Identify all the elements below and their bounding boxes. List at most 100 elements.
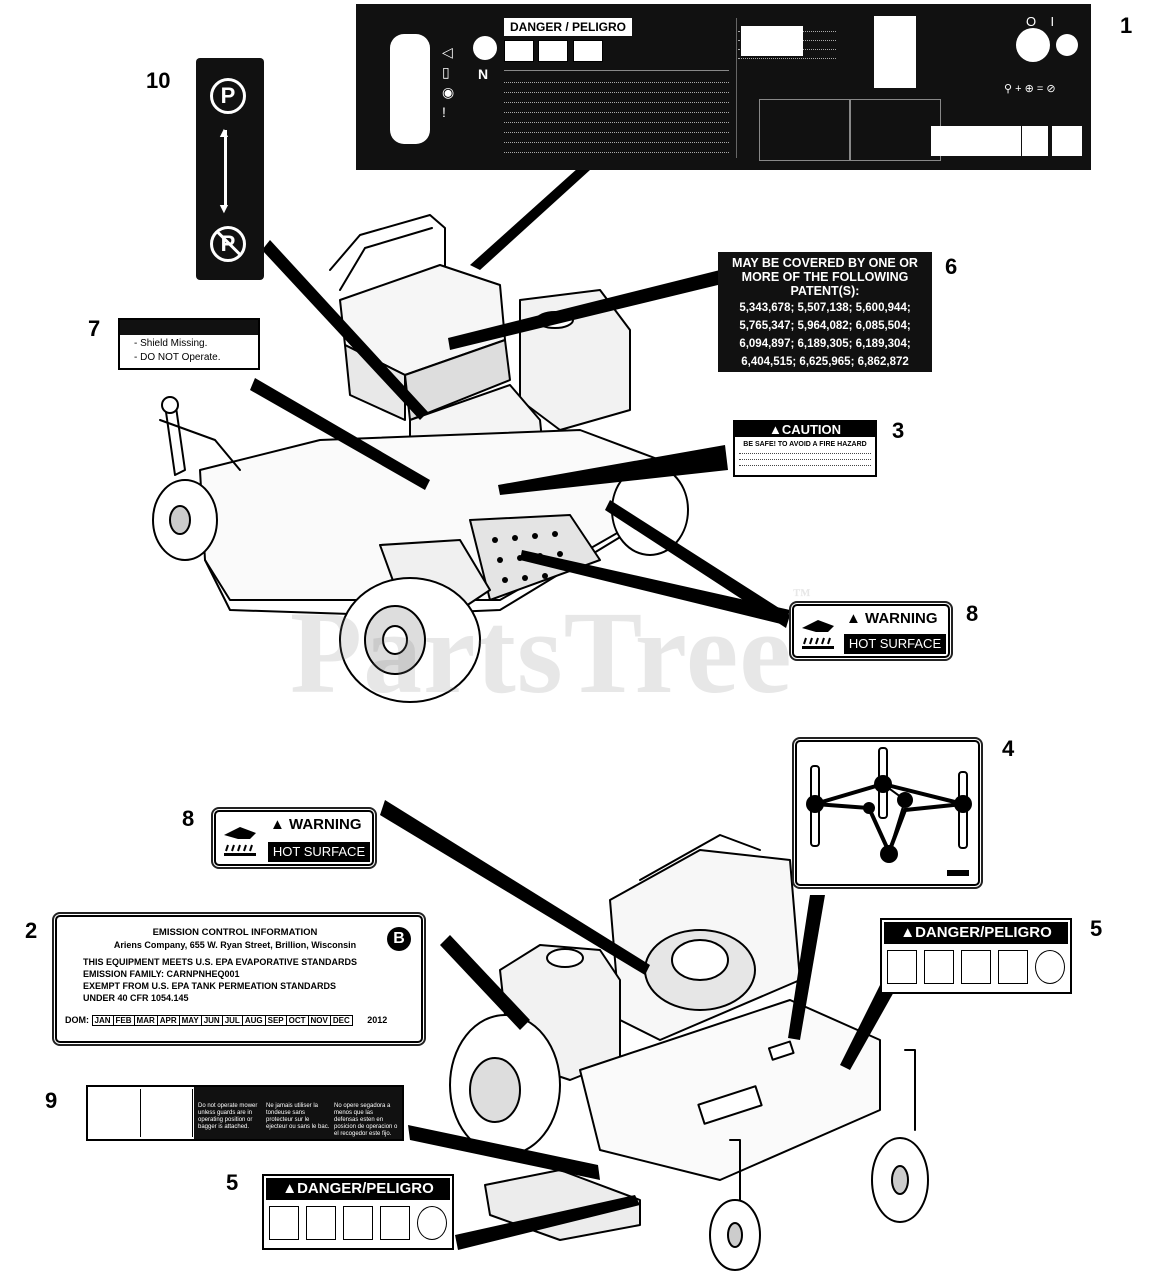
blade-icon <box>572 40 603 62</box>
month-cell: JAN <box>92 1016 114 1025</box>
caution-header: ▲CAUTION <box>735 422 875 437</box>
patent-row: 5,343,678; 5,507,138; 5,600,944; <box>739 302 911 314</box>
danger-header: DANGER / PELIGRO <box>504 18 633 36</box>
callout-8-upper: 8 <box>966 601 979 626</box>
fuse-window <box>874 16 916 88</box>
thrown-debris-icon <box>90 1089 141 1137</box>
callout-5-upper: 5 <box>1090 916 1103 941</box>
slope-icon <box>379 1206 410 1240</box>
month-cell: AUG <box>242 1016 266 1025</box>
patent-row: 6,404,515; 6,625,965; 6,862,872 <box>741 356 909 368</box>
speed-lever-diagram <box>849 99 941 161</box>
emission-line: UNDER 40 CFR 1054.145 <box>83 993 189 1003</box>
hot-surface-label: HOT SURFACE <box>268 842 370 862</box>
key-sequence-icons: ⚲ + ⊕ = ⊘ <box>1004 83 1056 95</box>
emission-line: EXEMPT FROM U.S. EPA TANK PERMEATION STA… <box>83 981 337 991</box>
thrown-object-icon <box>924 950 955 984</box>
leader-lines <box>250 168 895 1250</box>
month-cell: MAR <box>134 1016 158 1025</box>
decal-1-control-panel: ◁ ▯ ◉ ! N DANGER / PELIGRO <box>356 4 1091 170</box>
warning-label: ▲ WARNING <box>270 816 362 833</box>
month-cell: FEB <box>113 1016 135 1025</box>
warning-exclamation-icon: ! <box>442 104 446 120</box>
callout-4: 4 <box>1002 736 1015 761</box>
keep-away-icon <box>342 1206 373 1240</box>
neutral-letter: N <box>478 66 489 82</box>
off-symbol: O I <box>1026 14 1055 29</box>
callout-9: 9 <box>45 1088 58 1113</box>
decal-7-shield-missing: - Shield Missing. - DO NOT Operate. <box>118 318 260 370</box>
throttle-icon: ▯ <box>442 64 450 80</box>
hot-surface-label: HOT SURFACE <box>844 634 946 654</box>
caution-line-1: BE SAFE! TO AVOID A FIRE HAZARD <box>743 441 867 448</box>
month-cell: JUL <box>222 1016 243 1025</box>
bystander-icon <box>538 40 569 62</box>
callout-7: 7 <box>88 316 101 341</box>
callout-6: 6 <box>945 254 958 279</box>
no-riders-icon <box>416 1206 447 1240</box>
decal-9-guard-warning: Do not operate mower unless guards are i… <box>86 1085 404 1141</box>
dom-label: DOM: <box>65 1015 89 1025</box>
month-cell: JUN <box>201 1016 223 1025</box>
fuel-level-icon <box>1052 126 1082 156</box>
emission-year: 2012 <box>367 1015 388 1025</box>
danger-block: DANGER / PELIGRO <box>504 18 734 66</box>
read-manual-icon <box>269 1206 300 1240</box>
patent-row: 5,765,347; 5,964,082; 6,085,504; <box>739 320 911 332</box>
thrown-object-icon <box>306 1206 337 1240</box>
battery-warning-panel <box>931 126 1021 156</box>
month-cell: SEP <box>265 1016 287 1025</box>
watermark: PartsTree™ <box>290 585 812 718</box>
callout-5-lower: 5 <box>226 1170 239 1195</box>
emission-title: EMISSION CONTROL INFORMATION <box>152 927 318 938</box>
double-arrow-icon <box>224 130 227 205</box>
ignition-dial <box>1016 28 1050 62</box>
hour-meter-window <box>741 26 803 56</box>
decal-8-hot-surface-lower: ▲ WARNING HOT SURFACE <box>214 810 374 866</box>
key-slot <box>390 34 430 144</box>
decal-9-text-panel: Do not operate mower unless guards are i… <box>194 1087 402 1139</box>
hand-burn-icon <box>798 610 840 654</box>
emission-line: THIS EQUIPMENT MEETS U.S. EPA EVAPORATIV… <box>83 957 358 967</box>
warning-triangle-icon: ▲ <box>282 1180 298 1197</box>
slope-icon <box>997 950 1028 984</box>
manual-icon <box>504 40 534 62</box>
text-fr: Ne jamais utiliser la tondeuse sans prot… <box>266 1103 330 1130</box>
danger-header: ▲DANGER/PELIGRO <box>884 922 1068 944</box>
warning-triangle-icon: ▲ <box>270 816 290 833</box>
decal-5-danger-lower: ▲DANGER/PELIGRO <box>262 1174 454 1250</box>
no-riders-icon <box>1034 950 1065 984</box>
decal-10-park-brake: P ▲ ▼ P <box>196 58 264 280</box>
decal-7-line-2: - DO NOT Operate. <box>134 352 221 363</box>
decal-3-caution: ▲CAUTION BE SAFE! TO AVOID A FIRE HAZARD <box>733 420 877 477</box>
callout-1: 1 <box>1120 13 1133 38</box>
choke-icon: ◁ <box>442 44 453 60</box>
warning-triangle-icon: ▲ <box>846 610 866 627</box>
patent-row: 6,094,897; 6,189,305; 6,189,304; <box>739 338 911 350</box>
decal-2-emission-info: EMISSION CONTROL INFORMATION Ariens Comp… <box>55 915 423 1043</box>
lower-mower <box>449 834 929 1271</box>
callout-3: 3 <box>892 418 905 443</box>
ignition-icon <box>1056 34 1078 56</box>
decal-4-belt-routing <box>795 740 980 886</box>
decal-6-patents: MAY BE COVERED BY ONE OR MORE OF THE FOL… <box>718 252 932 372</box>
callout-8-lower: 8 <box>182 806 195 831</box>
month-cell: DEC <box>332 1016 350 1025</box>
warning-triangle-icon: ▲ <box>900 924 916 941</box>
patent-heading: MAY BE COVERED BY ONE OR MORE OF THE FOL… <box>732 256 918 298</box>
text-es: No opere segadora a menos que las defens… <box>334 1103 398 1137</box>
emission-company: Ariens Company, 655 W. Ryan Street, Bril… <box>113 940 357 950</box>
warning-label: ▲ WARNING <box>846 610 938 627</box>
instruction-text-block <box>504 70 729 161</box>
emission-line: EMISSION FAMILY: CARNPNHEQ001 <box>83 969 240 979</box>
dial-icon <box>473 36 497 60</box>
danger-header: ▲DANGER/PELIGRO <box>266 1178 450 1200</box>
decal-7-header-bar <box>120 320 258 335</box>
decal-7-line-1: - Shield Missing. <box>134 338 208 349</box>
lift-lever-diagram <box>759 99 851 161</box>
no-smoking-icon <box>1022 126 1048 156</box>
read-manual-icon <box>887 950 918 984</box>
